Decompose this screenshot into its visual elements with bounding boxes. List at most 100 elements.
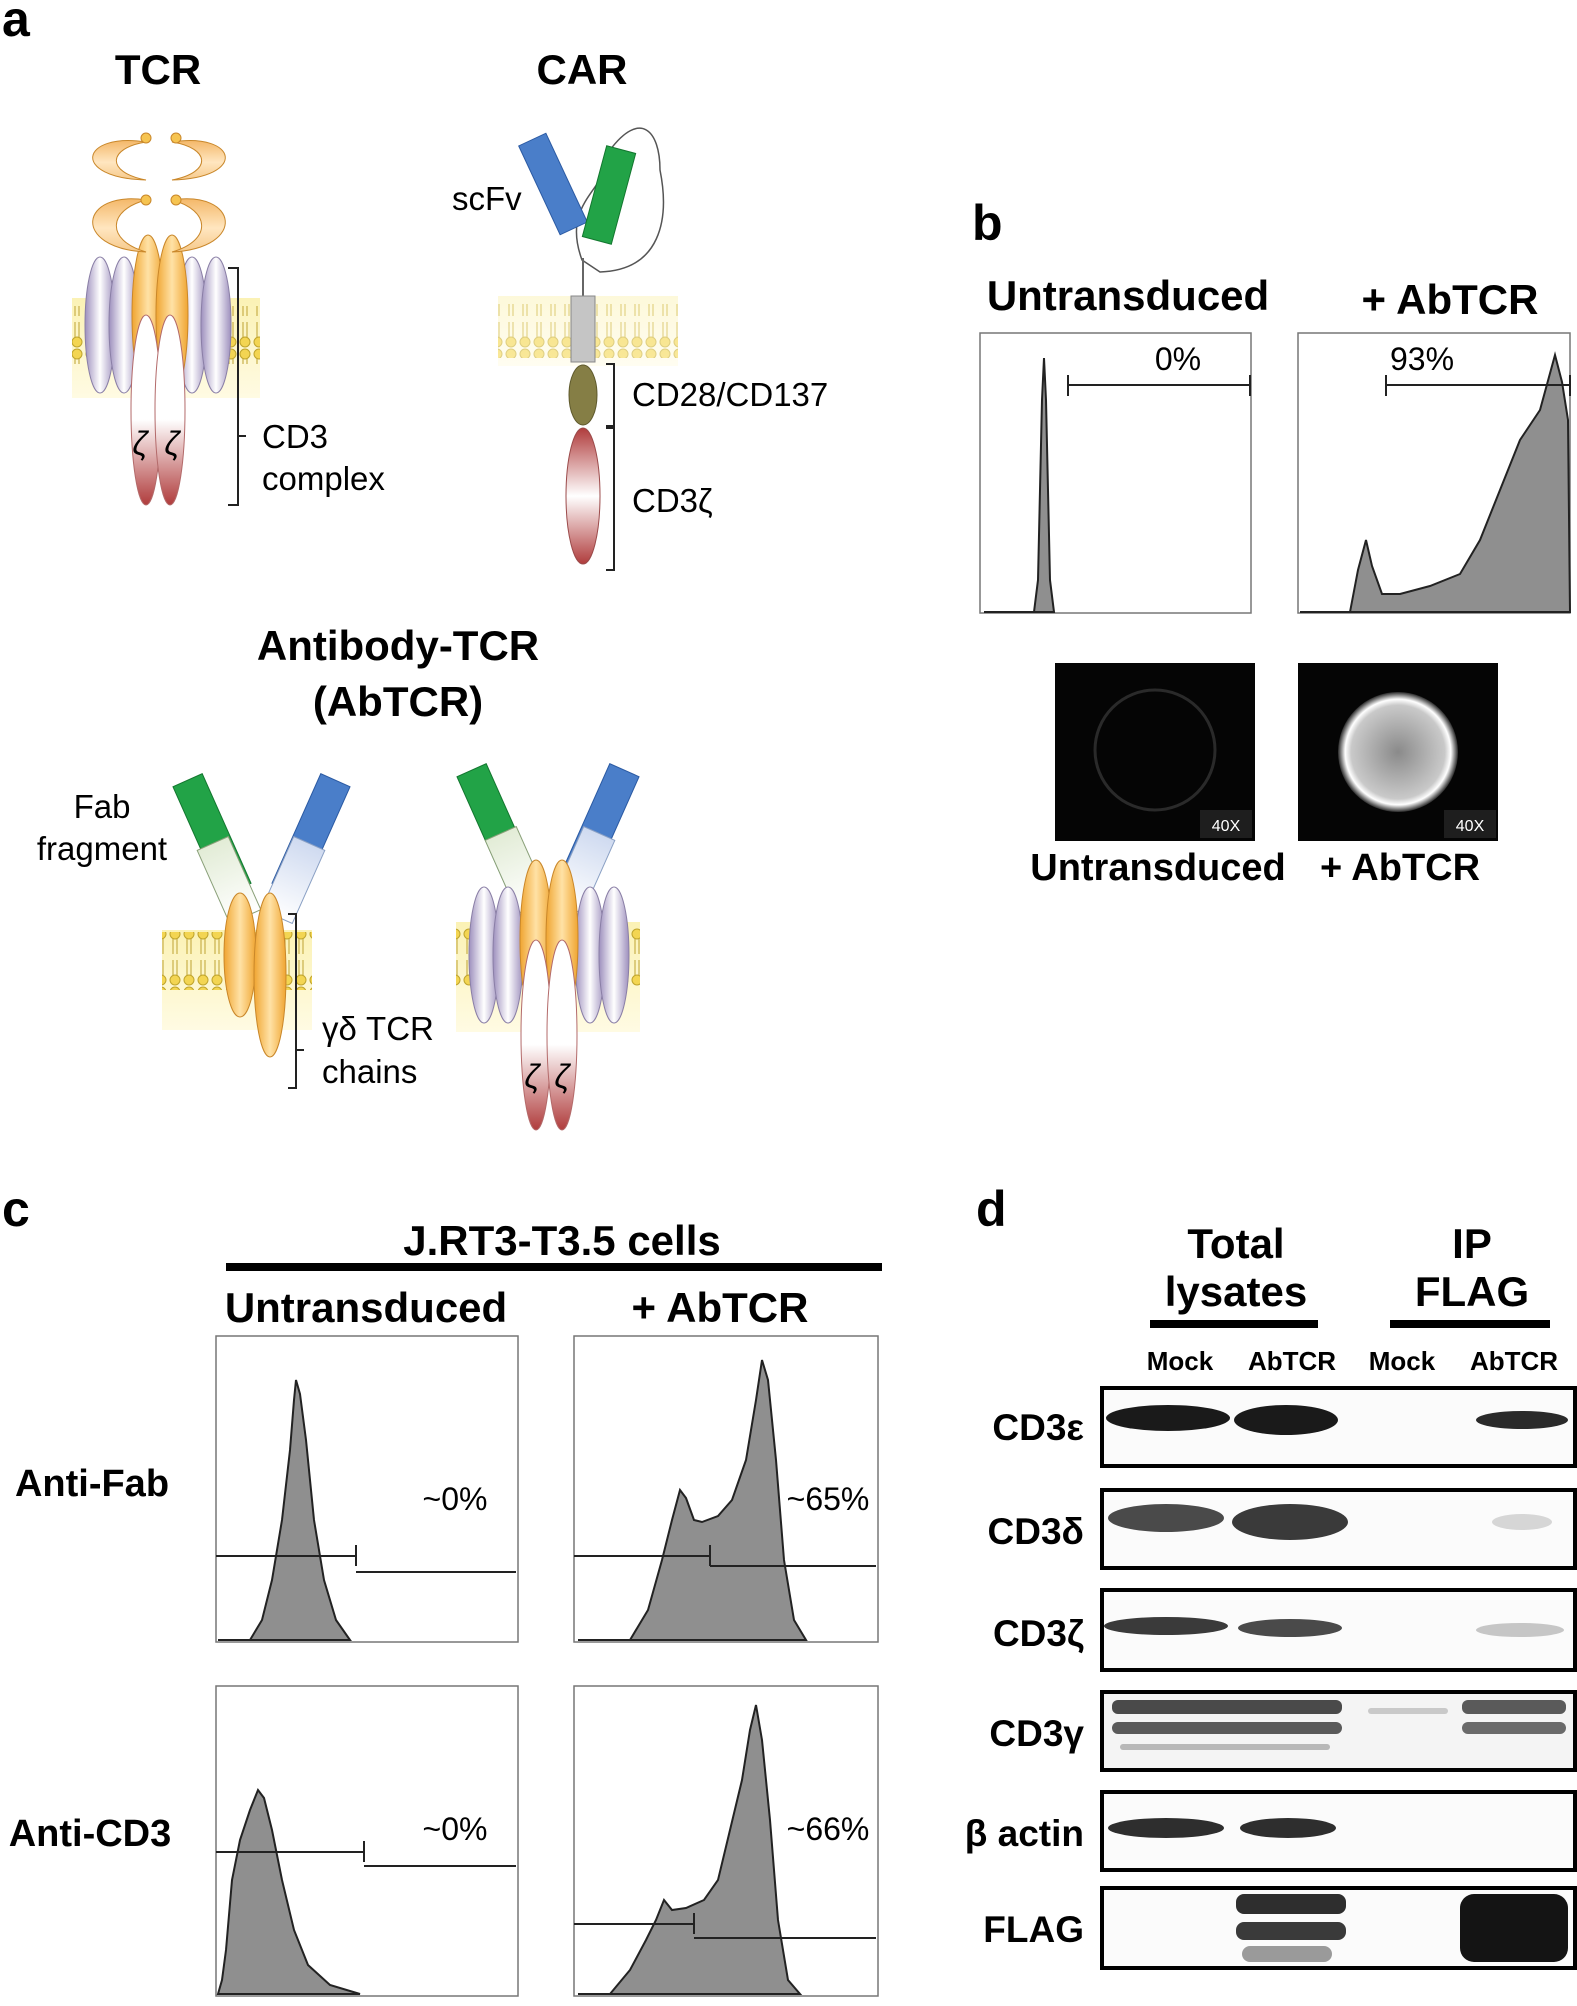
costim-label: CD28/CD137 <box>632 376 828 413</box>
c-gate <box>216 1545 516 1573</box>
tcr-bead <box>140 194 152 206</box>
tcr-bead <box>170 132 182 144</box>
gd-label: chains <box>322 1053 417 1090</box>
b-badge <box>1444 810 1496 838</box>
b-hist-peak <box>1300 351 1572 613</box>
c-header-bar <box>226 1263 882 1271</box>
gd-label: γδ TCR <box>322 1010 434 1047</box>
d-group-1: Total <box>1187 1220 1284 1267</box>
tcr-diagram: TCR ζ ζ CD3 complex <box>72 46 385 506</box>
d-band <box>1108 1818 1224 1838</box>
tcr-zeta-label: ζ <box>132 425 149 462</box>
fab-label: fragment <box>37 830 167 867</box>
c-hist-fab-untransduced: ~0% <box>215 1335 519 1643</box>
b-pct-untransduced: 0% <box>1155 341 1201 377</box>
c-hist-peak <box>578 1359 808 1641</box>
c-pct: ~65% <box>787 1481 870 1517</box>
d-band <box>1242 1946 1332 1962</box>
cd3-label: complex <box>262 460 385 497</box>
c-hist-cd3-abtcr: ~66% <box>573 1685 879 1997</box>
b-scope-label: Untransduced <box>1030 847 1285 889</box>
tcr-zeta-chain <box>154 314 186 506</box>
car-costim-domain <box>568 364 598 426</box>
c-hist-peak <box>216 1787 361 1995</box>
c-col-abtcr: + AbTCR <box>632 1284 809 1331</box>
panel-d-letter: d <box>976 1181 1007 1237</box>
panel-c-letter: c <box>2 1181 30 1237</box>
panel-b-letter: b <box>972 195 1003 251</box>
b-scope-label: + AbTCR <box>1320 847 1480 889</box>
d-blot-label: β actin <box>965 1813 1084 1854</box>
tcr-bead <box>140 132 152 144</box>
fab-label: Fab <box>74 788 131 825</box>
b-badge-text: 40X <box>1212 818 1241 835</box>
cd3-label: CD3 <box>262 418 328 455</box>
b-badge <box>1200 810 1252 838</box>
c-gate <box>216 1841 516 1867</box>
d-group-1: lysates <box>1165 1268 1307 1315</box>
c-pct: ~0% <box>423 1481 488 1517</box>
c-cell-line: J.RT3-T3.5 cells <box>403 1217 720 1264</box>
d-blot-label: CD3δ <box>988 1511 1084 1552</box>
abtcr-title: Antibody-TCR <box>257 622 539 669</box>
d-band <box>1462 1722 1566 1734</box>
b-cell-bright <box>1338 692 1458 812</box>
car-diagram: CAR scFv CD28/CD137 CD3ζ <box>452 46 828 571</box>
tcr-domain <box>92 140 147 181</box>
c-gate <box>574 1913 876 1939</box>
tcr-title: TCR <box>115 46 201 93</box>
d-band <box>1492 1514 1552 1530</box>
d-blot-label: CD3ε <box>992 1407 1084 1448</box>
d-blot-cd3z: CD3ζ <box>993 1588 1577 1672</box>
c-hist-fab-abtcr: ~65% <box>573 1335 879 1643</box>
d-band <box>1460 1894 1568 1962</box>
abtcr-title: (AbTCR) <box>313 678 483 725</box>
c-row-anti-fab: Anti-Fab <box>15 1463 169 1505</box>
b-micrograph-abtcr: 40X <box>1298 663 1498 841</box>
d-lane: Mock <box>1147 1346 1214 1376</box>
car-title: CAR <box>537 46 628 93</box>
d-group-2: IP <box>1452 1220 1492 1267</box>
c-hist-peak <box>218 1379 352 1641</box>
d-blot-actin: β actin <box>965 1790 1577 1872</box>
d-lane: AbTCR <box>1248 1346 1336 1376</box>
b-micrograph-untransduced: 40X <box>1055 663 1255 841</box>
d-blot-label: FLAG <box>983 1909 1084 1950</box>
d-group-2: FLAG <box>1415 1268 1529 1315</box>
d-band <box>1106 1405 1230 1431</box>
b-histogram-abtcr: 93% <box>1297 332 1572 614</box>
abtcr2-zeta-label: ζ <box>554 1058 571 1095</box>
d-blot-label: CD3ζ <box>993 1613 1084 1654</box>
gd-bracket <box>288 913 297 1089</box>
b-hist-frame <box>979 332 1252 614</box>
b-gate <box>1385 375 1571 396</box>
car-scfv-vl <box>581 145 637 245</box>
abtcr-delta-chain <box>253 892 287 1058</box>
scfv-label: scFv <box>452 180 522 217</box>
abtcr2-zeta-label: ζ <box>524 1058 541 1095</box>
c-hist-peak <box>578 1704 803 1995</box>
d-blot-label: CD3γ <box>989 1713 1084 1754</box>
d-band <box>1108 1504 1224 1532</box>
d-band <box>1120 1744 1330 1750</box>
c-gate <box>574 1545 876 1567</box>
d-band <box>1238 1619 1342 1637</box>
c-pct: ~0% <box>423 1811 488 1847</box>
d-band <box>1476 1623 1564 1637</box>
panel-a-letter: a <box>2 0 31 47</box>
tcr-domain <box>171 140 226 181</box>
d-band <box>1232 1504 1348 1540</box>
d-band <box>1368 1708 1448 1714</box>
d-band <box>1462 1700 1566 1714</box>
c-col-untransduced: Untransduced <box>225 1284 507 1331</box>
tcr-domain <box>92 198 147 253</box>
car-scfv-vh <box>518 132 588 236</box>
b-cell-faint <box>1093 688 1217 812</box>
tcr-cd3-chain <box>200 256 232 394</box>
d-lane: AbTCR <box>1470 1346 1558 1376</box>
d-band <box>1112 1700 1342 1714</box>
b-title-abtcr: + AbTCR <box>1362 276 1539 323</box>
b-badge-text: 40X <box>1456 818 1485 835</box>
d-band <box>1236 1922 1346 1940</box>
tcr-domain <box>171 198 226 253</box>
